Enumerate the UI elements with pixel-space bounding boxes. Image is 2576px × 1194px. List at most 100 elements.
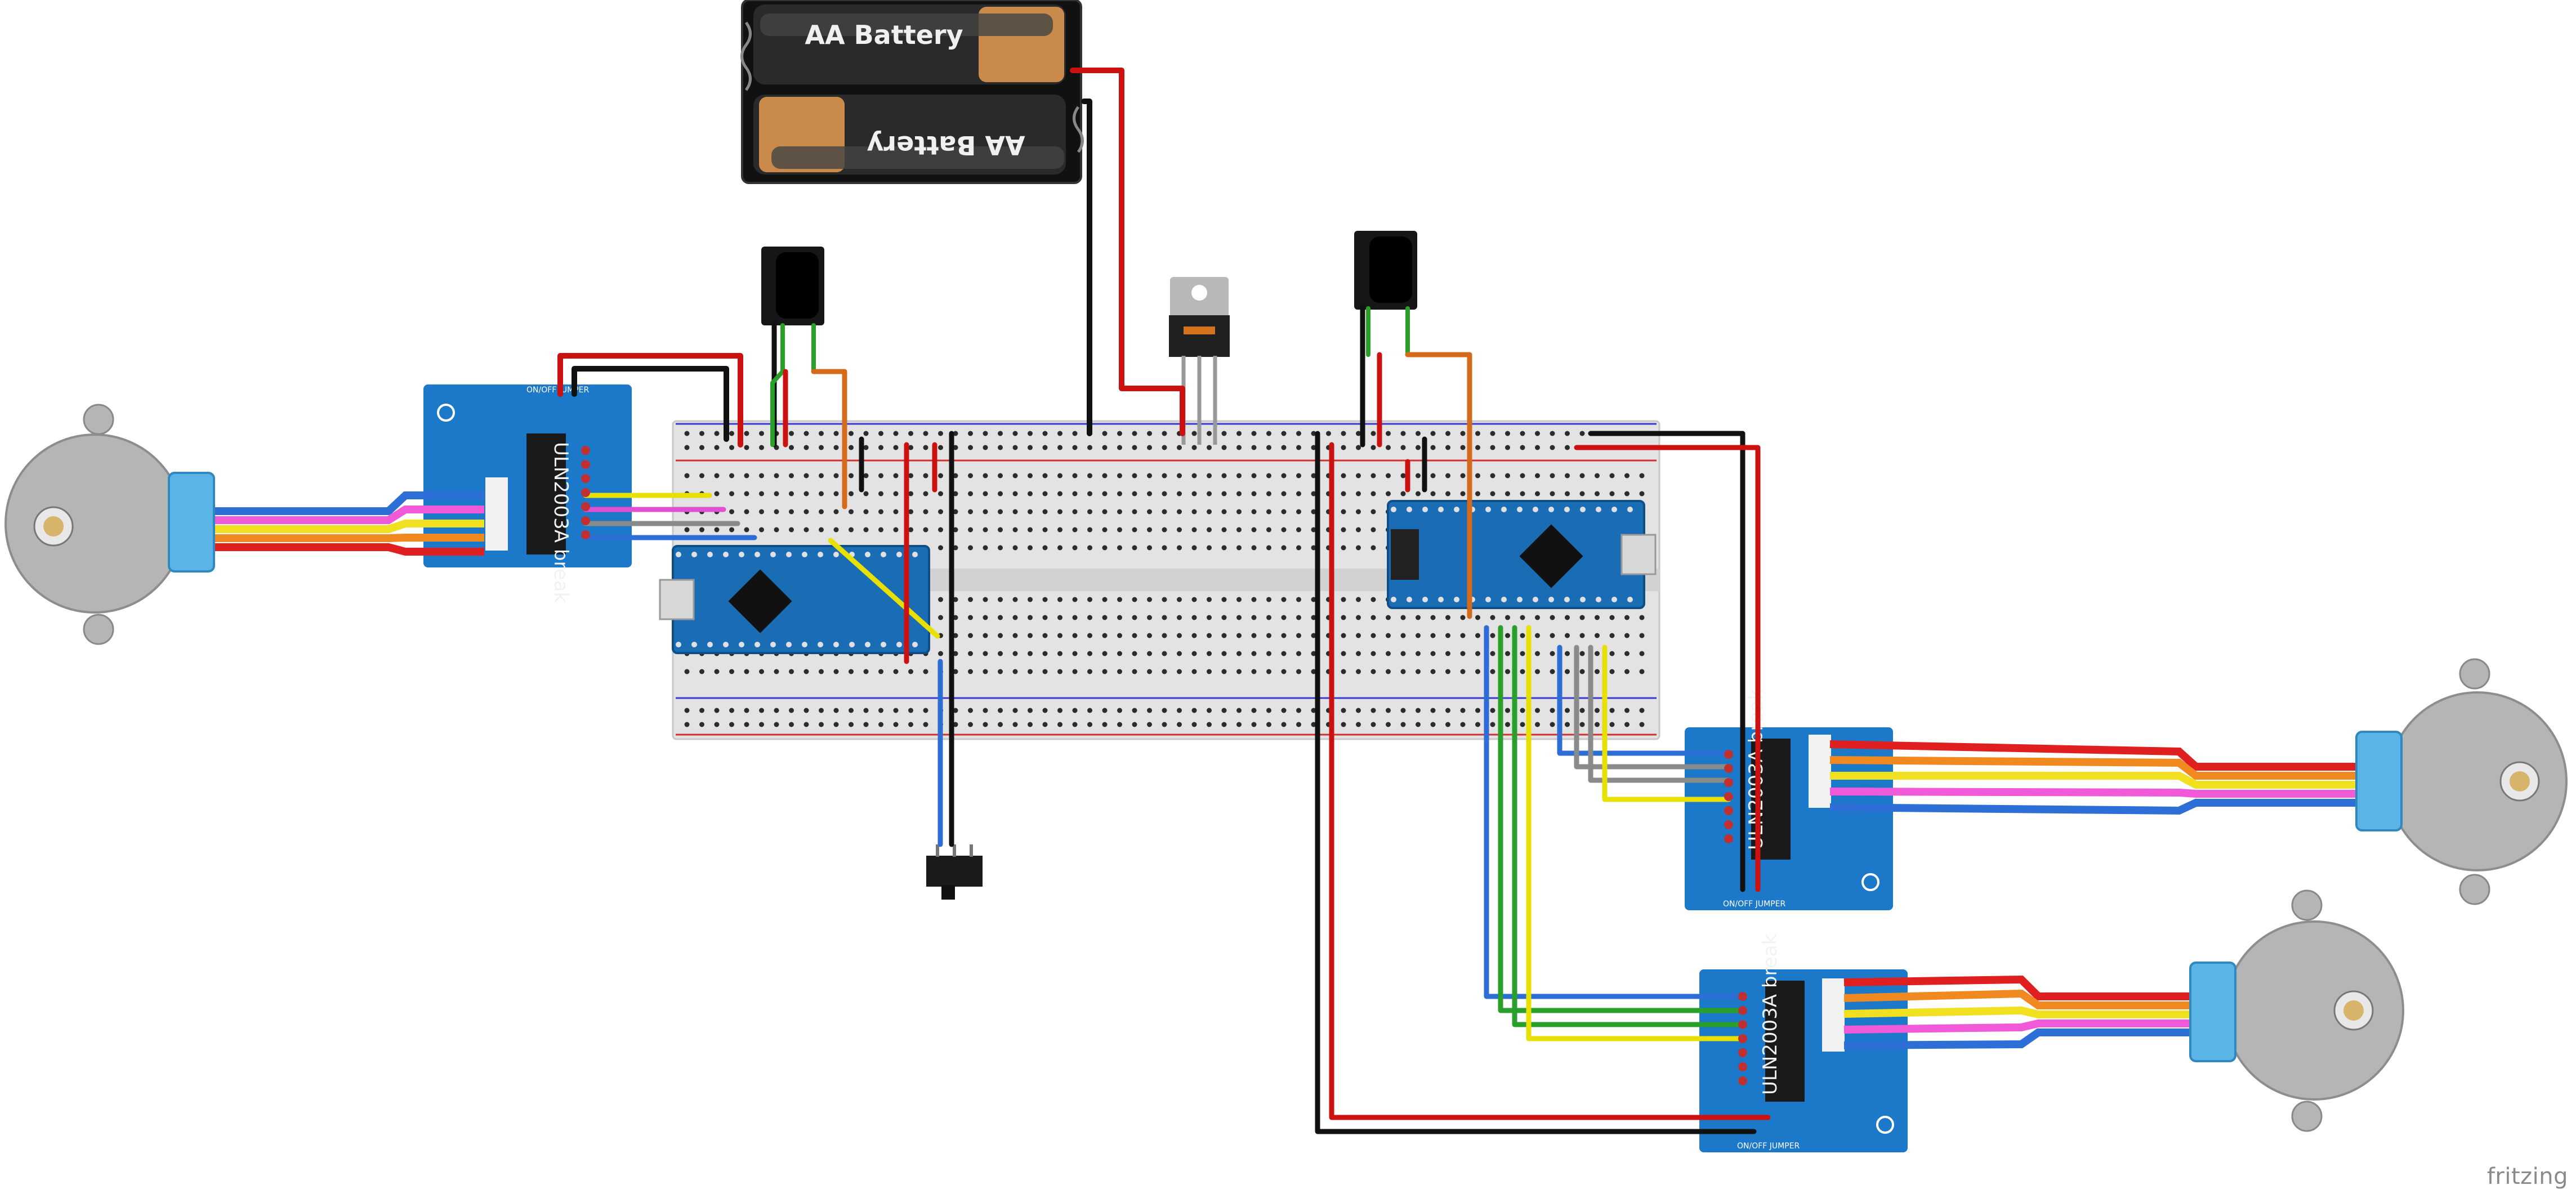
hole	[1520, 722, 1525, 727]
hole	[1416, 722, 1421, 727]
hole	[1177, 545, 1182, 551]
hole	[1430, 708, 1436, 713]
hole	[1445, 431, 1450, 436]
hole	[819, 722, 824, 727]
hole	[833, 509, 839, 515]
hole	[707, 642, 713, 647]
hole	[1296, 491, 1301, 497]
hole	[1177, 669, 1182, 674]
hole	[908, 509, 913, 515]
hole	[1296, 509, 1301, 515]
hole	[953, 431, 958, 436]
hole	[789, 491, 794, 497]
hole	[1738, 1034, 1747, 1043]
hole	[1177, 615, 1182, 620]
hole	[1505, 491, 1510, 497]
hole	[1311, 708, 1316, 713]
hole	[1609, 708, 1615, 713]
hole	[953, 722, 958, 727]
hole	[1266, 445, 1271, 450]
hole	[1535, 445, 1540, 450]
hole	[983, 491, 988, 497]
hole	[1147, 722, 1152, 727]
hole	[1221, 509, 1227, 515]
hole	[744, 431, 749, 436]
hole	[896, 642, 902, 647]
hole	[1430, 615, 1436, 620]
hole	[1438, 597, 1444, 602]
hole	[1177, 651, 1182, 656]
hole	[1177, 708, 1182, 713]
hole	[1341, 597, 1346, 602]
hole	[676, 642, 681, 647]
hole	[1028, 615, 1033, 620]
hole	[1370, 431, 1376, 436]
hole	[1042, 473, 1048, 479]
hole	[759, 527, 764, 533]
hole	[1505, 633, 1510, 638]
hole	[1490, 669, 1495, 674]
hole	[968, 615, 973, 620]
hole	[1221, 445, 1227, 450]
hole	[1117, 597, 1122, 602]
hole	[1207, 722, 1212, 727]
hole	[1281, 509, 1287, 515]
hole	[849, 431, 854, 436]
hole	[1072, 633, 1078, 638]
hole	[770, 552, 776, 557]
hole	[1281, 615, 1287, 620]
hole	[1221, 597, 1227, 602]
hole	[1416, 633, 1421, 638]
wire-black	[1081, 99, 1092, 436]
hole	[581, 502, 590, 511]
hole	[1251, 445, 1257, 450]
hole	[729, 445, 734, 450]
hole	[1400, 473, 1406, 479]
hole	[1042, 708, 1048, 713]
hole	[908, 473, 913, 479]
hole	[1430, 431, 1436, 436]
hole	[1595, 651, 1600, 656]
hole	[1251, 431, 1257, 436]
hole	[1296, 615, 1301, 620]
hole	[759, 491, 764, 497]
hole	[1579, 473, 1585, 479]
hole	[1057, 545, 1062, 551]
wire-green	[770, 323, 785, 447]
hole	[786, 552, 792, 557]
hole	[1072, 651, 1078, 656]
hole	[1550, 722, 1555, 727]
hole	[1520, 669, 1525, 674]
hole	[1012, 527, 1018, 533]
hole	[729, 491, 734, 497]
hole	[1236, 431, 1242, 436]
hole	[1207, 491, 1212, 497]
hole	[1400, 491, 1406, 497]
hole	[1072, 545, 1078, 551]
hole	[893, 527, 899, 533]
hole	[998, 509, 1003, 515]
hole	[878, 722, 883, 727]
hole	[774, 722, 779, 727]
hole	[1266, 545, 1271, 551]
hole	[1012, 509, 1018, 515]
hole	[1445, 473, 1450, 479]
hole	[774, 527, 779, 533]
hole	[865, 642, 870, 647]
hole	[1251, 545, 1257, 551]
stepper-motor-right-top	[2355, 658, 2568, 905]
hole	[878, 431, 883, 436]
hole	[684, 708, 690, 713]
hole	[863, 669, 869, 674]
hole	[1400, 651, 1406, 656]
hole	[1724, 834, 1733, 843]
hole	[1162, 651, 1167, 656]
hole	[1281, 491, 1287, 497]
hole	[1221, 708, 1227, 713]
hole	[1057, 651, 1062, 656]
hole	[938, 527, 943, 533]
hole	[1370, 545, 1376, 551]
hole	[1251, 651, 1257, 656]
hole	[770, 642, 776, 647]
hole	[1311, 597, 1316, 602]
